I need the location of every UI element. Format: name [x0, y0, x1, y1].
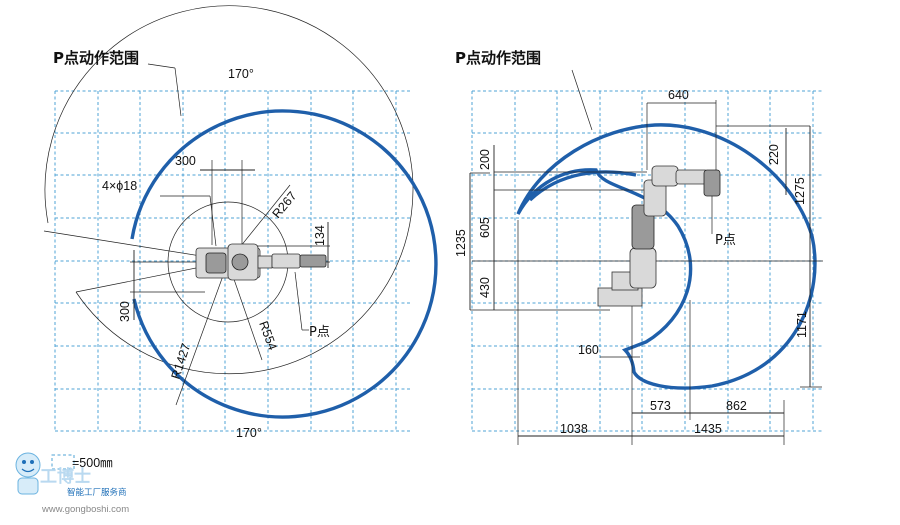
dim-200: 200: [478, 149, 492, 170]
right-p-point-label: P点: [715, 233, 736, 248]
robot-side-view: [597, 165, 721, 307]
dim-300-left: 300: [118, 301, 132, 322]
dim-573: 573: [650, 399, 671, 413]
watermark-brand: 工博士: [40, 466, 91, 487]
dim-862: 862: [726, 399, 747, 413]
watermark-slogan: 智能工厂服务商: [67, 487, 127, 498]
dim-640: 640: [668, 88, 689, 102]
robot-top-view: [195, 243, 327, 281]
grid-scale-legend: =500㎜: [51, 454, 113, 470]
r1427-label: R1427: [169, 342, 194, 381]
watermark-url: www.gongboshi.com: [41, 504, 129, 515]
grid-scale-label: =500㎜: [72, 456, 113, 470]
right-title: P点动作范围: [455, 49, 541, 67]
dim-1235: 1235: [454, 229, 468, 257]
left-p-point-label: P点: [309, 325, 330, 340]
dim-160: 160: [578, 343, 599, 357]
dim-1171: 1171: [795, 311, 809, 338]
p-point-envelope-side-view: [516, 123, 817, 390]
watermark-logo: 工博士 智能工厂服务商 www.gongboshi.com: [15, 452, 129, 515]
left-angle-top-label: 170°: [228, 67, 254, 81]
r1427-line: [175, 261, 229, 406]
dim-300-top: 300: [175, 154, 196, 168]
right-view: [469, 69, 823, 445]
dim-1038: 1038: [560, 422, 588, 436]
left-view: [43, 5, 438, 419]
dim-430: 430: [478, 277, 492, 298]
outer-angle-arc: [44, 5, 414, 375]
dim-605: 605: [478, 217, 492, 238]
dim-220: 220: [767, 144, 781, 165]
p-point-envelope-top-view: [130, 109, 438, 419]
dim-134: 134: [313, 225, 327, 246]
left-title: P点动作范围: [53, 49, 139, 67]
dim-1435: 1435: [694, 422, 722, 436]
right-grid: [471, 90, 823, 432]
hole-spec-label: 4×ϕ18: [102, 179, 137, 193]
left-angle-bottom-label: 170°: [236, 426, 262, 440]
dim-1275: 1275: [793, 177, 807, 205]
r554-label: R554: [256, 319, 279, 352]
